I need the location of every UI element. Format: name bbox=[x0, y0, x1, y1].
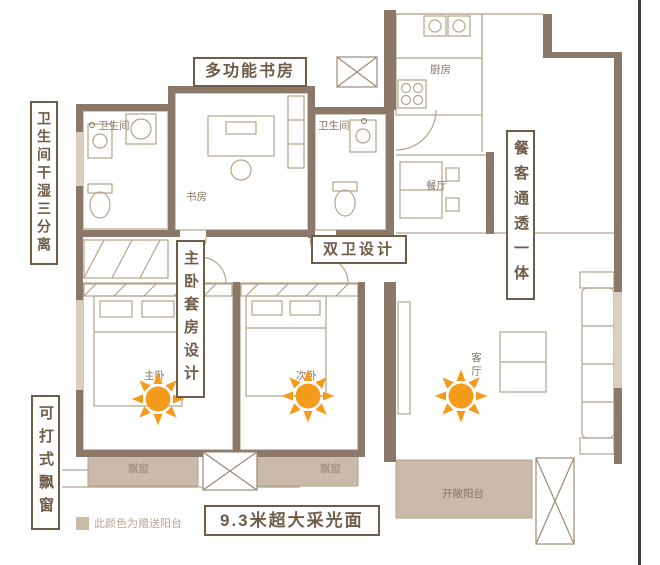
callout-dining-living-open: 餐客通透一体 bbox=[506, 130, 535, 300]
callout-openable-bay-window: 可打式飘窗 bbox=[31, 395, 60, 530]
shafts bbox=[202, 56, 575, 545]
sun-icon bbox=[281, 369, 335, 423]
right-border bbox=[638, 0, 641, 565]
room-label-bay-left: 飘窗 bbox=[128, 462, 149, 475]
walls bbox=[76, 10, 622, 464]
legend-swatch bbox=[76, 516, 89, 530]
legend-label: 此颜色为赠送阳台 bbox=[94, 518, 182, 530]
room-label-dining: 餐厅 bbox=[426, 179, 447, 192]
room-label-bay-right: 飘窗 bbox=[320, 462, 341, 475]
room-label-bathroom-right: 卫生间 bbox=[318, 119, 350, 132]
callout-daylight-face: 9.3米超大采光面 bbox=[204, 505, 380, 536]
shaft-bottom-right bbox=[535, 457, 575, 545]
callout-double-bathroom: 双卫设计 bbox=[311, 235, 408, 264]
shaft-bottom-center bbox=[202, 451, 258, 491]
bay-window-right-area bbox=[251, 451, 359, 487]
gifted-area-legend: 此颜色为赠送阳台 bbox=[76, 515, 182, 531]
shaft-top bbox=[336, 56, 378, 88]
room-label-bathroom-left: 卫生间 bbox=[98, 119, 130, 132]
room-label-master: 主卧 bbox=[144, 369, 165, 382]
room-labels: 卫生间 书房 卫生间 厨房 餐厅 客厅 主卧 次卧 飘窗 飘窗 开敞阳台 bbox=[89, 63, 484, 500]
room-label-balcony: 开敞阳台 bbox=[442, 487, 484, 500]
balcony-area bbox=[395, 459, 533, 519]
callout-bathroom-separation: 卫生间干湿三分离 bbox=[30, 101, 58, 265]
windows bbox=[76, 132, 622, 390]
room-label-study: 书房 bbox=[186, 190, 207, 203]
callout-multifunction-study: 多功能书房 bbox=[193, 57, 308, 87]
callout-master-suite: 主卧套房设计 bbox=[176, 240, 205, 398]
room-label-kitchen: 厨房 bbox=[430, 63, 451, 76]
room-label-living: 客厅 bbox=[470, 351, 482, 379]
sun-icon bbox=[434, 369, 488, 423]
gifted-areas bbox=[87, 451, 533, 519]
bay-window-left-area bbox=[87, 451, 199, 487]
